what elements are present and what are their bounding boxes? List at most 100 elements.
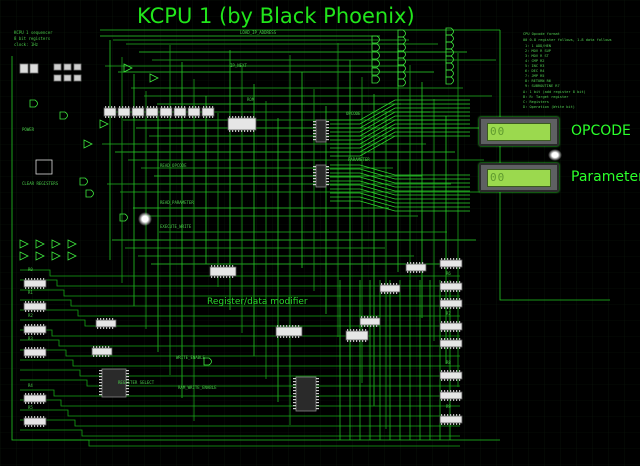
chip-pin: [367, 316, 369, 318]
buffer-gate: [35, 239, 45, 249]
register-chip: [95, 319, 117, 328]
chip-pin: [28, 393, 30, 395]
register-chip: [439, 339, 463, 348]
info-line: A: 1 bit (add register 8 bit): [523, 90, 586, 94]
chip-pin: [459, 267, 461, 269]
chip-pin: [456, 281, 458, 283]
chip-pin: [43, 402, 45, 404]
chip-pin: [444, 290, 446, 292]
chip-pin: [28, 324, 30, 326]
chip-pin: [422, 271, 424, 273]
chip-pin: [31, 278, 33, 280]
chip-pin: [40, 278, 42, 280]
chip-pin: [447, 307, 449, 309]
chip-pin: [459, 330, 461, 332]
chip-pin: [361, 325, 363, 327]
buffer-gate: [149, 73, 159, 83]
chip-pin: [139, 106, 141, 108]
chip-pin: [34, 356, 36, 358]
chip-pin: [459, 281, 461, 283]
chip-pin: [390, 292, 392, 294]
wire: [20, 319, 460, 327]
chip-pin: [298, 325, 300, 327]
wire: [20, 299, 460, 307]
chip-pin: [198, 116, 200, 118]
chip-pin: [313, 169, 316, 171]
wire: [330, 119, 470, 141]
chip-pin: [31, 416, 33, 418]
chip-pin: [229, 130, 231, 132]
chip-pin: [441, 414, 443, 416]
chip-pin: [326, 172, 329, 174]
chip-pin: [459, 390, 461, 392]
chip-pin: [220, 276, 222, 278]
register-chip: [439, 415, 463, 424]
chip-pin: [441, 307, 443, 309]
chip-pin: [450, 399, 452, 401]
wire: [20, 289, 460, 297]
chip-pin: [100, 327, 102, 329]
chip-pin: [223, 265, 225, 267]
chip-pin: [100, 318, 102, 320]
info-line: 3: MOV R ST: [525, 54, 549, 58]
chip-pin: [99, 394, 102, 396]
chip-pin: [347, 329, 349, 331]
chip-pin: [93, 346, 95, 348]
chip-pin: [381, 283, 383, 285]
chip-pin: [37, 287, 39, 289]
chip-pin: [125, 106, 127, 108]
chip-pin: [128, 116, 130, 118]
chip-pin: [28, 287, 30, 289]
chip-pin: [25, 402, 27, 404]
info-line: 1: 1 ADD/HEN: [525, 44, 551, 48]
decoder-gate: [397, 78, 406, 87]
chip-pin: [25, 310, 27, 312]
chip-pin: [99, 388, 102, 390]
chip-pin: [326, 139, 329, 141]
chip-pin: [347, 340, 349, 342]
info-line: B: R: Target register: [523, 95, 569, 99]
chip-pin: [99, 379, 102, 381]
chip-pin: [453, 290, 455, 292]
chip-pin: [362, 340, 364, 342]
chip-pin: [283, 336, 285, 338]
label-write-enable: WRITE_ENABLE: [176, 355, 205, 360]
chip-pin: [112, 318, 114, 320]
chip-pin: [103, 327, 105, 329]
decoder-gate: [371, 67, 380, 76]
chip-pin: [444, 338, 446, 340]
switch-block: [73, 74, 82, 82]
chip-pin: [112, 327, 114, 329]
chip-pin: [441, 379, 443, 381]
chip-pin: [459, 321, 461, 323]
chip-pin: [453, 298, 455, 300]
chip-pin: [206, 106, 208, 108]
chip-pin: [326, 178, 329, 180]
chip-pin: [313, 172, 316, 174]
chip-pin: [450, 347, 452, 349]
chip-pin: [37, 278, 39, 280]
chip-pin: [313, 130, 316, 132]
label-clear-registers: CLEAR REGISTERS: [22, 181, 59, 186]
chip-pin: [25, 301, 27, 303]
wire: [20, 359, 460, 367]
chip-pin: [447, 347, 449, 349]
chip-pin: [43, 347, 45, 349]
chip-pin: [295, 325, 297, 327]
buffer-gate: [51, 239, 61, 249]
chip-pin: [326, 136, 329, 138]
chip-pin: [456, 307, 458, 309]
chip-pin: [34, 278, 36, 280]
chip-pin: [189, 116, 191, 118]
chip-pin: [105, 346, 107, 348]
buffer-gate: [83, 139, 93, 149]
execute-led-icon: [138, 212, 152, 226]
chip-pin: [25, 287, 27, 289]
chip-pin: [28, 347, 30, 349]
buffer-gate: [19, 251, 29, 261]
chip-pin: [37, 393, 39, 395]
chip-pin: [361, 316, 363, 318]
chip-pin: [453, 399, 455, 401]
wire: [330, 99, 470, 121]
